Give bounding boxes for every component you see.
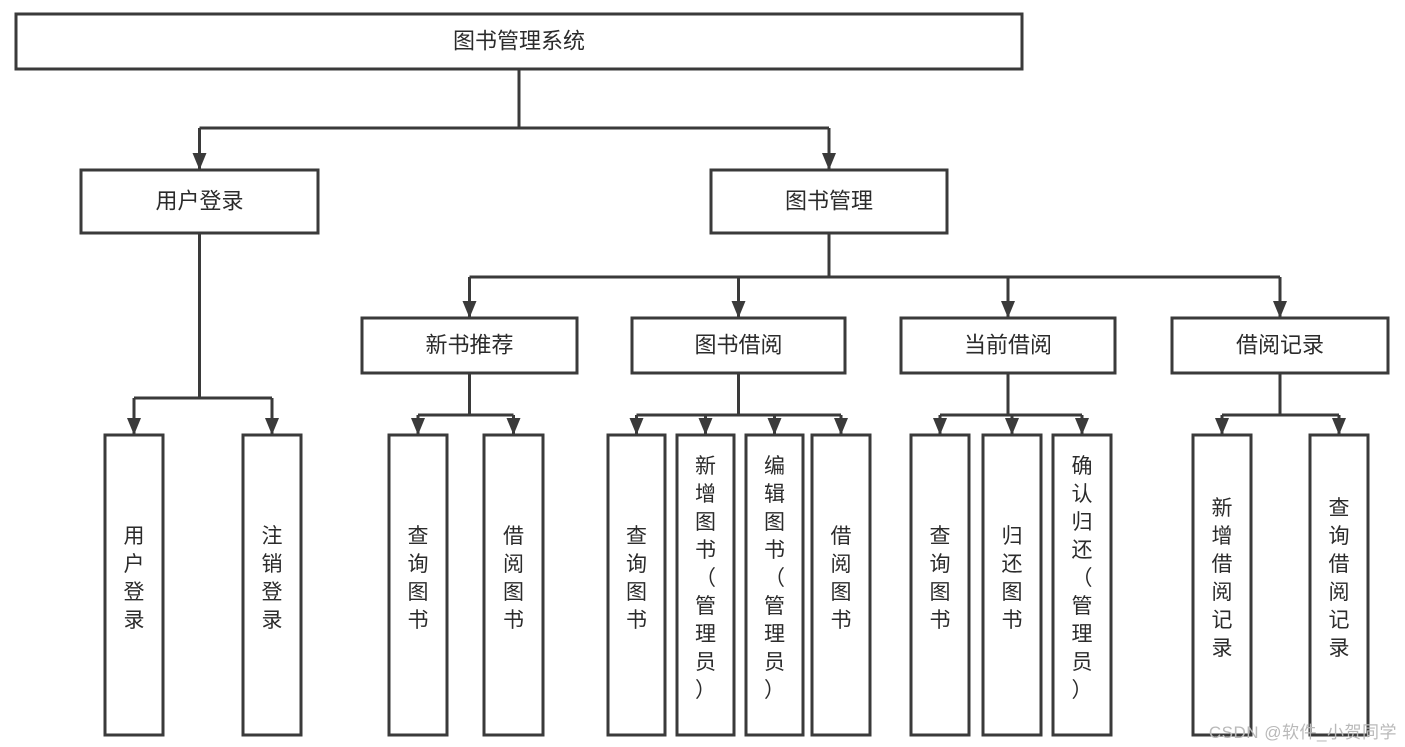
node-leaf-logout[interactable]: 注销登录 bbox=[241, 433, 303, 737]
csdn-watermark: CSDN @软件_小贺同学 bbox=[1208, 723, 1397, 742]
arrow-head-icon bbox=[1075, 418, 1089, 435]
arrow-head-icon bbox=[1215, 418, 1229, 435]
arrow-head-icon bbox=[1005, 418, 1019, 435]
node-label: 用户登录 bbox=[124, 525, 145, 632]
arrow-head-icon bbox=[698, 418, 713, 435]
node-label: 注销登录 bbox=[262, 525, 283, 632]
node-label: 新增借阅记录 bbox=[1212, 497, 1233, 660]
node-leaf-edit-book-admin[interactable]: 编辑图书（管理员） bbox=[744, 433, 805, 737]
node-label: 归还图书 bbox=[1002, 525, 1023, 632]
node-borrow-record[interactable]: 借阅记录 bbox=[1170, 316, 1390, 375]
node-label: 图书管理 bbox=[785, 188, 873, 213]
arrow-head-icon bbox=[629, 418, 644, 435]
node-leaf-return-book[interactable]: 归还图书 bbox=[981, 433, 1043, 737]
arrow-head-icon bbox=[462, 301, 477, 318]
arrow-head-icon bbox=[506, 418, 521, 435]
node-book-management[interactable]: 图书管理 bbox=[709, 168, 949, 235]
node-leaf-query-borrow-record[interactable]: 查询借阅记录 bbox=[1308, 433, 1370, 737]
node-label: 借阅记录 bbox=[1236, 332, 1324, 357]
node-layer: 图书管理系统用户登录图书管理新书推荐图书借阅当前借阅借阅记录用户登录注销登录查询… bbox=[14, 12, 1390, 737]
arrow-head-icon bbox=[822, 153, 836, 170]
node-leaf-borrow-book-recommend[interactable]: 借阅图书 bbox=[482, 433, 545, 737]
node-leaf-query-book-current[interactable]: 查询图书 bbox=[909, 433, 971, 737]
node-label: 编辑图书（管理员） bbox=[764, 455, 785, 702]
node-new-book-recommend[interactable]: 新书推荐 bbox=[360, 316, 579, 375]
arrow-head-icon bbox=[767, 418, 782, 435]
node-label: 新书推荐 bbox=[425, 332, 513, 357]
arrow-head-icon bbox=[834, 418, 848, 435]
arrow-head-icon bbox=[731, 301, 746, 318]
node-label: 查询借阅记录 bbox=[1329, 497, 1350, 660]
node-book-borrow[interactable]: 图书借阅 bbox=[630, 316, 847, 375]
connector-layer bbox=[127, 69, 1346, 435]
node-leaf-add-book-admin[interactable]: 新增图书（管理员） bbox=[675, 433, 736, 737]
arrow-head-icon bbox=[265, 418, 279, 435]
node-label: 查询图书 bbox=[930, 525, 951, 632]
node-leaf-user-login[interactable]: 用户登录 bbox=[103, 433, 165, 737]
arrow-head-icon bbox=[1001, 301, 1015, 318]
node-leaf-confirm-return-admin[interactable]: 确认归还（管理员） bbox=[1051, 433, 1113, 737]
node-root[interactable]: 图书管理系统 bbox=[14, 12, 1024, 71]
node-leaf-borrow-book[interactable]: 借阅图书 bbox=[810, 433, 872, 737]
arrow-head-icon bbox=[933, 418, 947, 435]
node-leaf-query-book-recommend[interactable]: 查询图书 bbox=[387, 433, 449, 737]
node-label: 查询图书 bbox=[626, 525, 647, 632]
node-label: 确认归还（管理员） bbox=[1072, 455, 1093, 702]
arrow-head-icon bbox=[411, 418, 425, 435]
node-label: 当前借阅 bbox=[964, 332, 1052, 357]
node-current-borrow[interactable]: 当前借阅 bbox=[899, 316, 1117, 375]
arrow-head-icon bbox=[1273, 301, 1287, 318]
node-user-login[interactable]: 用户登录 bbox=[79, 168, 320, 235]
arrow-head-icon bbox=[1332, 418, 1346, 435]
node-leaf-query-book-borrow[interactable]: 查询图书 bbox=[606, 433, 667, 737]
node-leaf-add-borrow-record[interactable]: 新增借阅记录 bbox=[1191, 433, 1253, 737]
node-label: 新增图书（管理员） bbox=[695, 455, 716, 702]
node-label: 借阅图书 bbox=[503, 525, 524, 632]
arrow-head-icon bbox=[127, 418, 141, 435]
node-label: 用户登录 bbox=[155, 188, 243, 213]
node-label: 查询图书 bbox=[408, 525, 429, 632]
arrow-head-icon bbox=[192, 153, 207, 170]
node-label: 图书借阅 bbox=[694, 332, 782, 357]
node-label: 借阅图书 bbox=[831, 525, 852, 632]
node-label: 图书管理系统 bbox=[453, 28, 585, 53]
